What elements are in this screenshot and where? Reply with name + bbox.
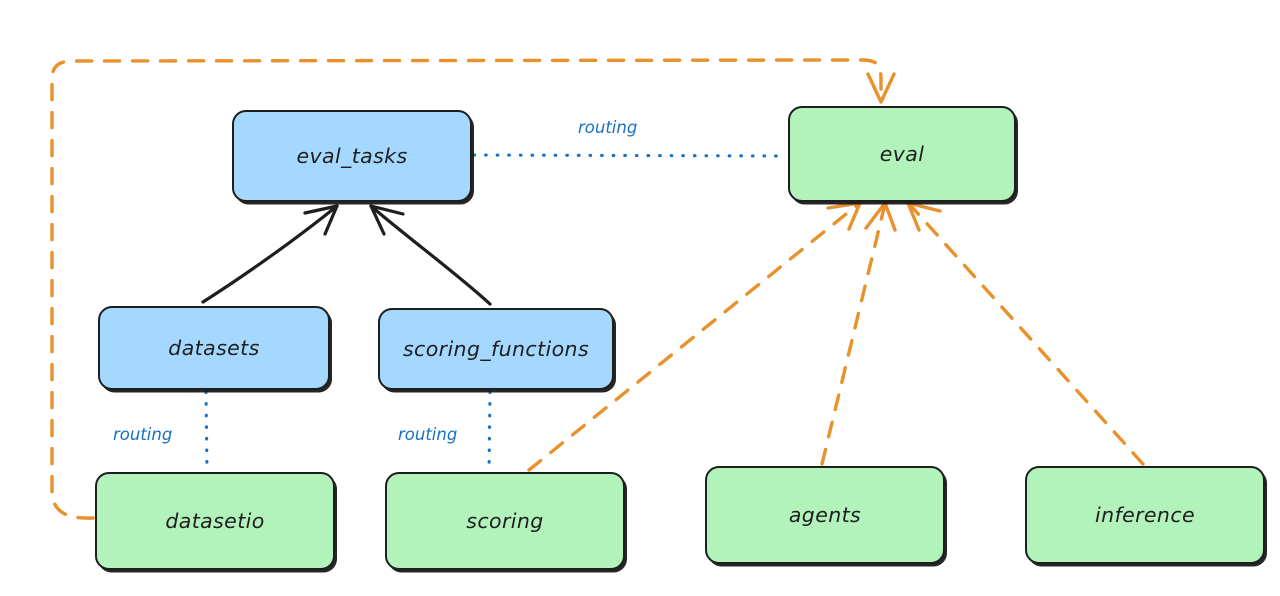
node-label: agents (788, 503, 862, 527)
edge-scoring_functions-to-eval_tasks (369, 204, 492, 306)
node-label: datasets (168, 336, 260, 360)
node-label: eval (879, 142, 925, 166)
edge-datasetio-to-eval (50, 58, 896, 520)
edge-label-routing-datasets-datasetio: routing (113, 425, 173, 444)
edge-label-routing-scoring_functions-scoring: routing (398, 425, 458, 444)
edge-eval_tasks-to-eval (472, 153, 788, 158)
edge-agents-to-eval (820, 201, 897, 466)
node-label: scoring_functions (402, 337, 590, 361)
edge-datasets-to-eval_tasks (201, 204, 339, 304)
node-label: inference (1094, 503, 1196, 527)
node-scoring_functions[interactable]: scoring_functions (378, 308, 614, 390)
edge-label-routing-eval_tasks-eval: routing (578, 118, 638, 137)
node-scoring[interactable]: scoring (385, 472, 625, 570)
edge-inference-to-eval (906, 201, 1145, 466)
node-label: datasetio (165, 509, 265, 533)
node-inference[interactable]: inference (1025, 466, 1265, 564)
node-label: eval_tasks (296, 144, 408, 168)
node-eval_tasks[interactable]: eval_tasks (232, 110, 472, 202)
node-agents[interactable]: agents (705, 466, 945, 564)
node-datasets[interactable]: datasets (98, 306, 330, 390)
edge-scoring_functions-to-scoring (487, 390, 492, 472)
node-datasetio[interactable]: datasetio (95, 472, 335, 570)
node-eval[interactable]: eval (788, 106, 1016, 202)
edge-datasets-to-datasetio (204, 390, 209, 472)
node-label: scoring (466, 509, 544, 533)
